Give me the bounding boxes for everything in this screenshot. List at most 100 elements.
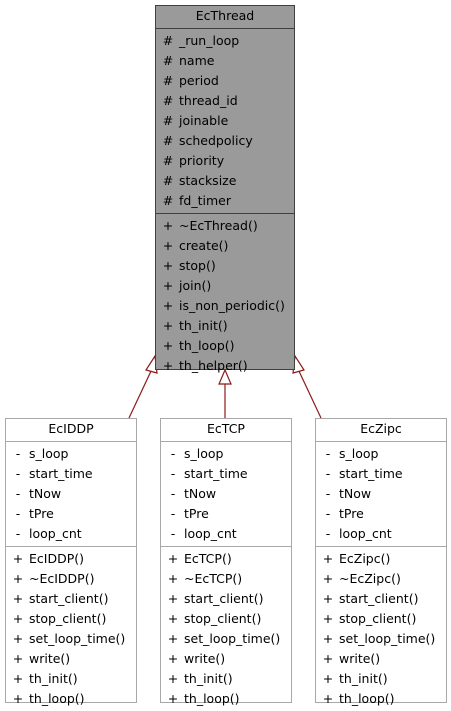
attribute-row: -loop_cnt [6,524,136,544]
method-row: +write() [316,649,446,669]
methods-section: +EcTCP()+~EcTCP()+start_client()+stop_cl… [161,546,291,711]
visibility-marker: + [322,671,334,686]
methods-section: +~EcThread()+create()+stop()+join()+is_n… [156,213,294,378]
visibility-marker: + [322,571,334,586]
method-row: +start_client() [316,589,446,609]
method-row: +th_init() [316,669,446,689]
member-name: start_time [184,466,248,481]
member-name: _run_loop [179,33,240,48]
method-row: +stop_client() [316,609,446,629]
class-title: EcZipc [316,419,446,442]
visibility-marker: - [170,446,176,461]
visibility-marker: + [162,258,174,273]
visibility-marker: + [12,691,24,706]
member-name: start_time [29,466,93,481]
member-name: write() [184,651,226,666]
member-name: stop() [179,258,216,273]
visibility-marker: - [15,486,21,501]
class-eczipc[interactable]: EcZipc -s_loop-start_time-tNow-tPre-loop… [315,418,447,706]
method-row: +th_loop() [6,689,136,709]
member-name: th_init() [184,671,233,686]
attribute-row: #stacksize [156,171,294,191]
visibility-marker: - [170,506,176,521]
method-row: + th_loop() [316,689,446,709]
method-row: + EcZipc() [316,549,446,569]
attribute-row: #period [156,71,294,91]
attribute-row: -tPre [6,504,136,524]
member-name: tNow [29,486,62,501]
member-name: tPre [29,506,54,521]
visibility-marker: - [325,466,331,481]
method-row: +set_loop_time() [316,629,446,649]
member-name: create() [179,238,229,253]
method-row: +is_non_periodic() [156,296,294,316]
visibility-marker: # [162,53,174,68]
visibility-marker: - [170,466,176,481]
member-name: th_loop() [179,338,235,353]
methods-section: +EcIDDP()+~EcIDDP()+start_client()+stop_… [6,546,136,711]
method-row: +start_client() [161,589,291,609]
visibility-marker: + [167,631,179,646]
visibility-marker: + [162,358,174,373]
attribute-row: -start_time [6,464,136,484]
method-row: +th_helper() [156,356,294,376]
visibility-marker: # [162,153,174,168]
attribute-row: -loop_cnt [161,524,291,544]
attribute-row: #thread_id [156,91,294,111]
visibility-marker: + [167,651,179,666]
visibility-marker: - [325,526,331,541]
visibility-marker: + [12,551,24,566]
member-name: EcTCP() [184,551,232,566]
attribute-row: -s_loop [161,444,291,464]
method-row: +set_loop_time() [6,629,136,649]
class-eciddp[interactable]: EcIDDP -s_loop-start_time-tNow-tPre-loop… [5,418,137,706]
visibility-marker: - [325,486,331,501]
class-ectcp[interactable]: EcTCP -s_loop-start_time-tNow-tPre-loop_… [160,418,292,706]
attribute-row: #priority [156,151,294,171]
visibility-marker: + [167,611,179,626]
visibility-marker: # [162,113,174,128]
method-row: +~EcIDDP() [6,569,136,589]
method-row: + EcIDDP() [6,549,136,569]
visibility-marker: - [170,526,176,541]
member-name: loop_cnt [184,526,237,541]
method-row: + write() [161,649,291,669]
member-name: stop_client() [184,611,262,626]
visibility-marker: - [15,506,21,521]
attributes-section: -s_loop-start_time-tNow-tPre-loop_cnt [316,442,446,546]
attributes-section: -s_loop-start_time-tNow-tPre-loop_cnt [6,442,136,546]
visibility-marker: + [162,338,174,353]
member-name: period [179,73,219,88]
member-name: loop_cnt [29,526,82,541]
member-name: s_loop [339,446,379,461]
visibility-marker: # [162,193,174,208]
attribute-row: -loop_cnt [316,524,446,544]
member-name: write() [339,651,381,666]
attributes-section: #_run_loop#name#period#thread_id#joinabl… [156,29,294,213]
visibility-marker: + [162,218,174,233]
visibility-marker: + [12,591,24,606]
member-name: name [179,53,215,68]
method-row: +write() [6,649,136,669]
visibility-marker: - [15,526,21,541]
member-name: ~EcZipc() [339,571,401,586]
member-name: EcZipc() [339,551,391,566]
member-name: s_loop [184,446,224,461]
visibility-marker: + [322,691,334,706]
member-name: EcIDDP() [29,551,84,566]
visibility-marker: + [322,591,334,606]
visibility-marker: - [170,486,176,501]
visibility-marker: + [167,671,179,686]
member-name: start_client() [184,591,264,606]
attribute-row: -tNow [161,484,291,504]
member-name: write() [29,651,71,666]
member-name: th_loop() [339,691,395,706]
method-row: +th_init() [156,316,294,336]
class-ecthread[interactable]: EcThread #_run_loop#name#period#thread_i… [155,5,295,373]
visibility-marker: + [322,551,334,566]
method-row: +start_client() [6,589,136,609]
attribute-row: -s_loop [6,444,136,464]
attribute-row: -tPre [316,504,446,524]
attribute-row: -start_time [316,464,446,484]
visibility-marker: - [15,446,21,461]
